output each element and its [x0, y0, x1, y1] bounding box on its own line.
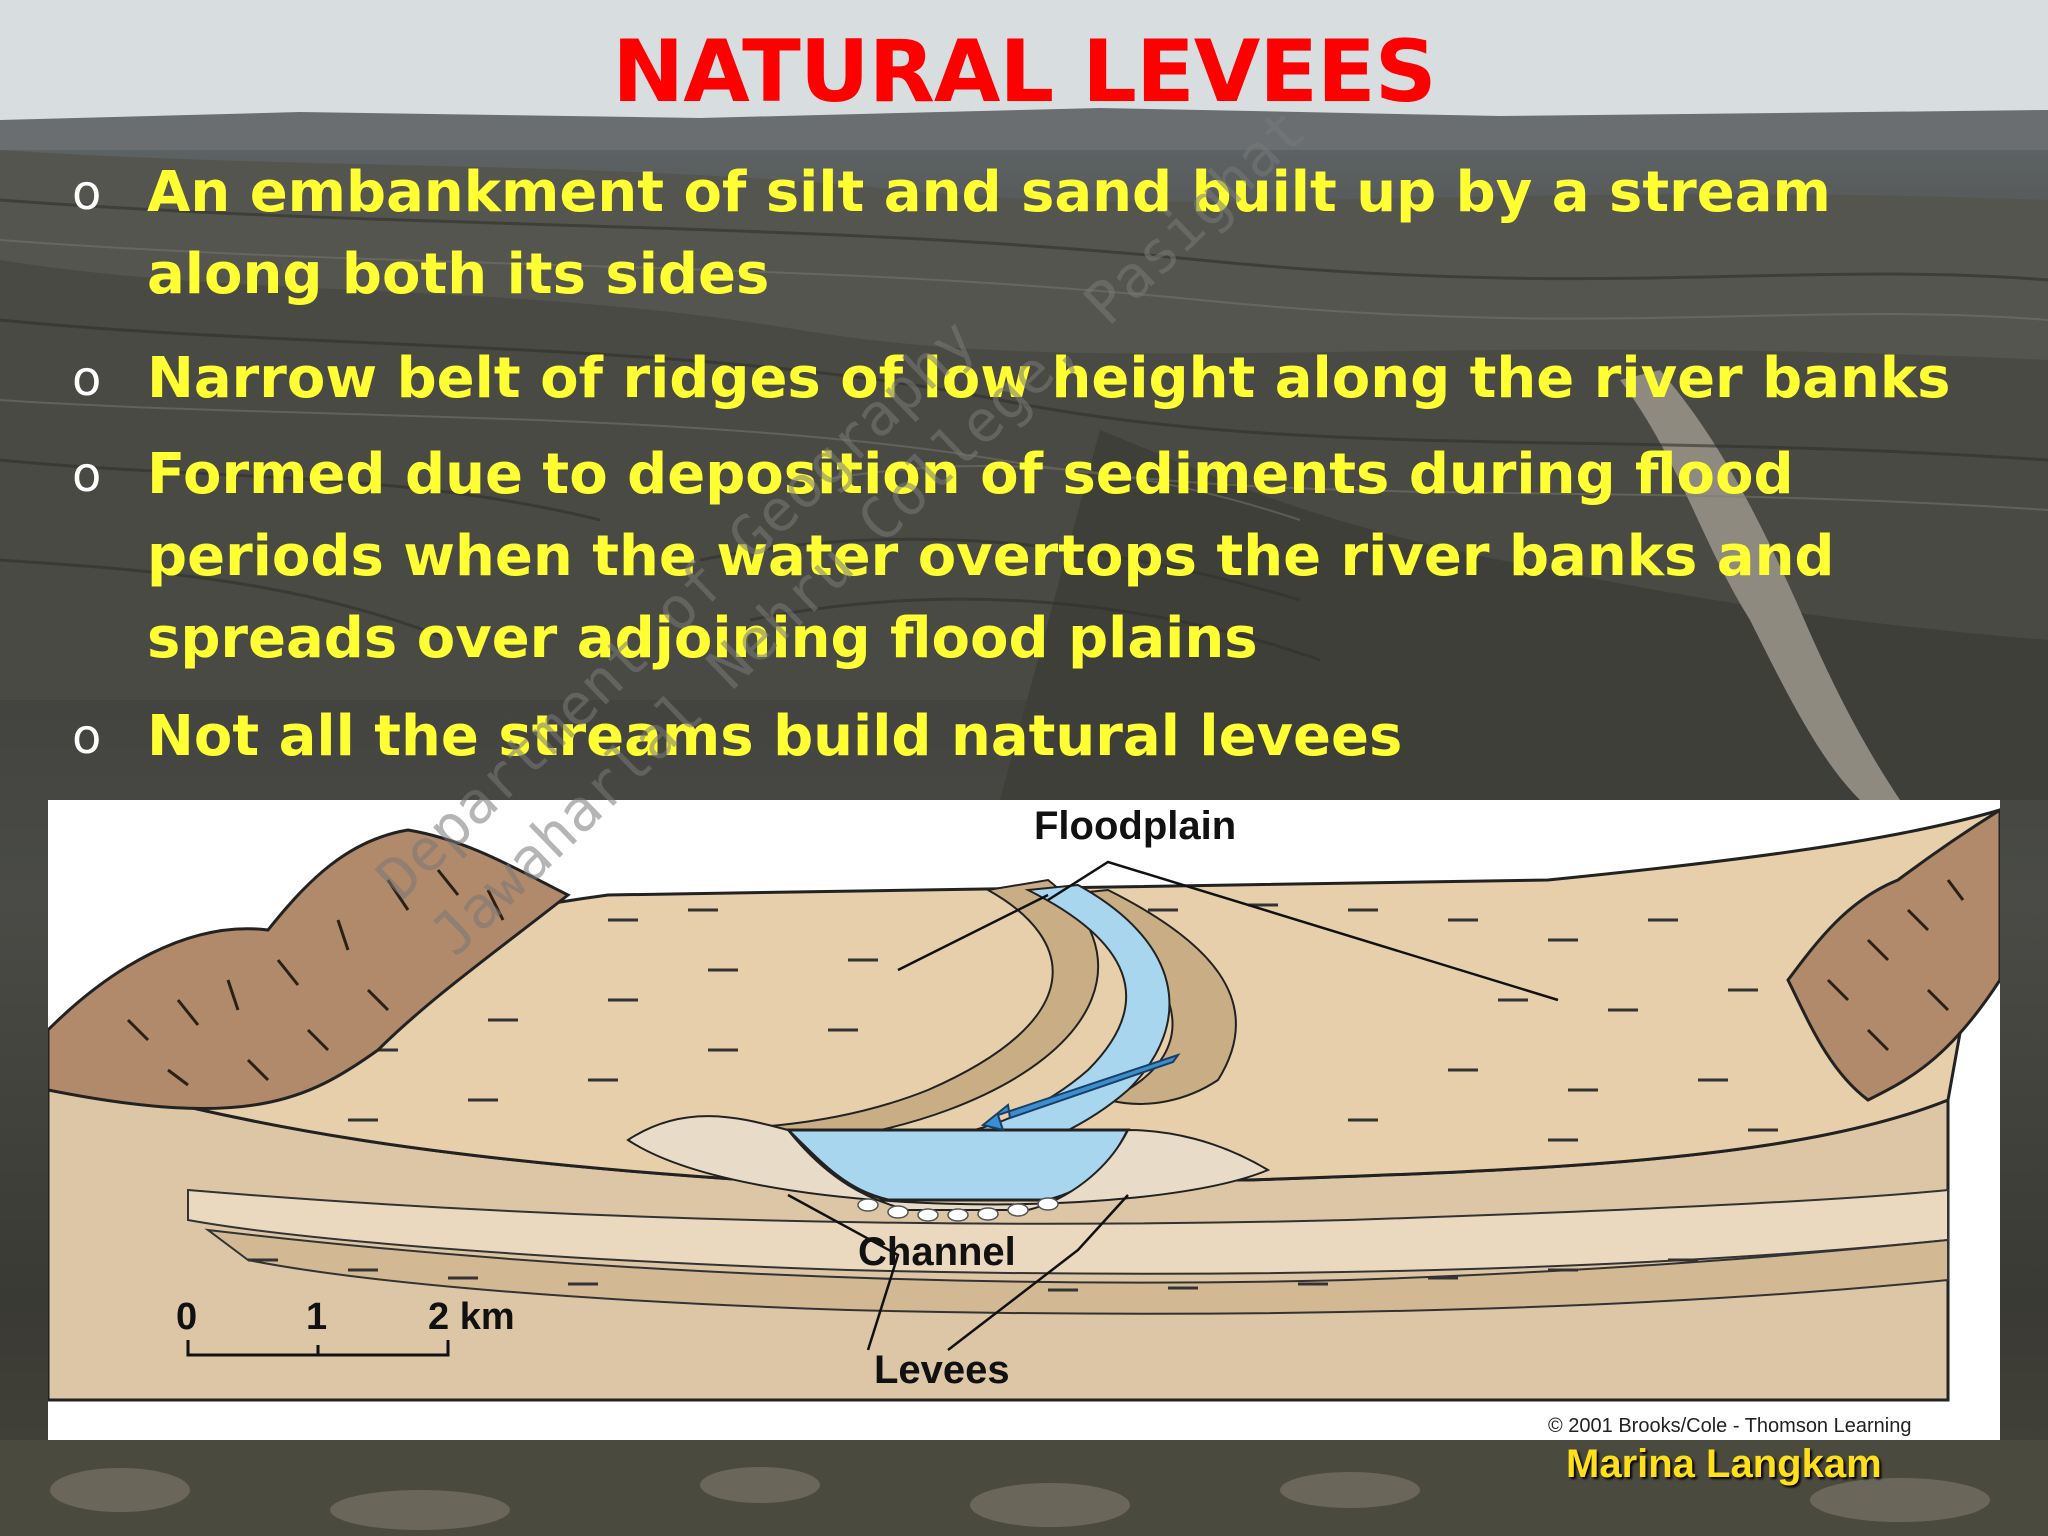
bullet-embankment: o An embankment of silt and sand built u…	[72, 152, 1992, 316]
bullet-text: An embankment of silt and sand built up …	[147, 160, 1831, 307]
bullet-narrow-belt: o Narrow belt of ridges of low height al…	[72, 338, 1992, 420]
bullet-text: Narrow belt of ridges of low height alon…	[147, 346, 1951, 411]
bullet-text: Not all the streams build natural levees	[147, 704, 1403, 769]
bullet-formation: o Formed due to deposition of sediments …	[72, 434, 1992, 680]
levees-label: Levees	[874, 1348, 1010, 1392]
floodplain-label: Floodplain	[1034, 804, 1237, 848]
bullet-marker: o	[72, 447, 102, 503]
scale-tick-2km: 2 km	[428, 1296, 515, 1338]
scale-tick-0: 0	[176, 1296, 198, 1338]
channel-label: Channel	[858, 1230, 1016, 1274]
bullet-not-all-streams: o Not all the streams build natural leve…	[72, 696, 1992, 778]
copyright-credit: © 2001 Brooks/Cole - Thomson Learning	[1548, 1415, 1912, 1437]
author-name: Marina Langkam	[1566, 1442, 1882, 1486]
scale-tick-1: 1	[306, 1296, 328, 1338]
block-diagram-illustration	[48, 808, 2000, 1402]
levee-block-diagram: Floodplain Channel Levees 0 1 2 km © 200…	[48, 800, 2000, 1440]
bullet-marker: o	[72, 165, 102, 221]
bullet-marker: o	[72, 709, 102, 765]
bullet-marker: o	[72, 351, 102, 407]
slide-title: NATURAL LEVEES	[612, 22, 1436, 122]
bullet-text: Formed due to deposition of sediments du…	[147, 442, 1835, 671]
